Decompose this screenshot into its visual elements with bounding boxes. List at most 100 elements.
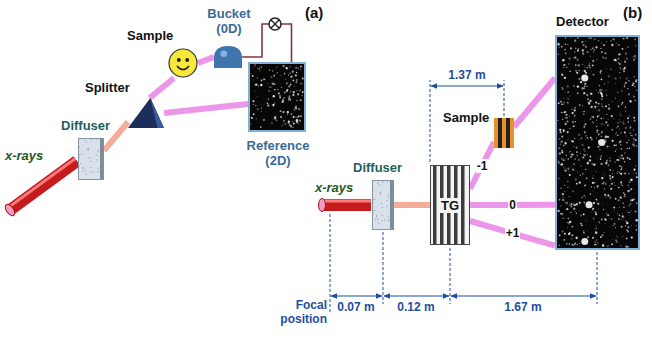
speckle-dot: [568, 196, 570, 198]
speckle-dot: [604, 52, 606, 54]
reference-detector: Reference (2D): [248, 62, 306, 132]
speckle-dot: [571, 165, 573, 167]
speckle-dot: [611, 100, 613, 102]
speckle-dot: [570, 47, 572, 49]
speckle-dot: [591, 116, 592, 117]
speckle-dot: [557, 53, 559, 55]
speckle-dot: [302, 78, 304, 80]
speckle-dot: [586, 154, 588, 156]
speckle-dot: [616, 159, 617, 160]
speckle-dot: [583, 149, 585, 151]
speckle-dot: [611, 183, 613, 185]
speckle-dot: [300, 68, 302, 70]
speckle-dot: [604, 58, 605, 59]
speckle-dot: [622, 236, 624, 238]
speckle-dot: [565, 44, 566, 45]
focal-line: [330, 214, 331, 312]
speckle-dot: [626, 57, 628, 59]
speckle-dot: [295, 81, 297, 83]
speckle-dot: [256, 118, 257, 119]
speckle-dot: [582, 144, 584, 146]
speckle-dot: [611, 239, 613, 241]
speckle-dot: [255, 84, 257, 86]
speckle-dot: [559, 98, 561, 100]
speckle-dot: [254, 64, 256, 66]
prism-face: [150, 98, 164, 128]
speckle-dot: [584, 66, 586, 68]
speckle-dot: [589, 63, 590, 64]
speckle-dot: [563, 59, 565, 61]
diffuser-grain: [90, 161, 91, 162]
speckle-dot: [300, 99, 302, 101]
speckle-dot: [584, 83, 586, 85]
diffuser-grain: [382, 220, 383, 221]
speckle-dot: [636, 90, 637, 91]
speckle-dot: [635, 45, 636, 46]
diffuser-grain: [379, 193, 380, 194]
speckle-dot: [609, 160, 611, 162]
speckle-dot: [288, 120, 290, 122]
speckle-dot: [579, 104, 581, 106]
speckle-dot: [626, 229, 628, 231]
speckle-dot: [259, 69, 260, 70]
speckle-dot: [295, 106, 297, 108]
speckle-dot: [601, 219, 603, 221]
speckle-dot: [590, 193, 591, 194]
diffuser-grain: [376, 216, 377, 217]
diffuser-grain: [79, 154, 80, 155]
speckle-dot: [631, 135, 633, 137]
speckle-dot: [583, 232, 584, 233]
speckle-dot: [584, 195, 585, 196]
speckle-dot: [596, 105, 598, 107]
speckle-dot: [588, 37, 590, 39]
speckle-dot: [596, 109, 598, 111]
speckle-dot: [626, 222, 628, 224]
speckle-dot: [584, 154, 586, 156]
speckle-dot: [628, 205, 630, 207]
speckle-dot: [557, 120, 558, 121]
speckle-dot: [261, 80, 263, 82]
speckle-dot: [561, 104, 562, 105]
speckle-dot: [567, 187, 568, 188]
diffuser-plate-shape: [372, 180, 394, 230]
speckle-dot: [601, 123, 603, 125]
speckle-dot: [288, 97, 290, 99]
diffuser-plate: Diffuser: [372, 180, 394, 230]
speckle-dot: [574, 115, 576, 117]
speckle-dot: [597, 146, 599, 148]
speckle-dot: [628, 80, 630, 82]
order-label: -1: [476, 159, 489, 173]
speckle-dot: [272, 104, 274, 106]
panel-label: (a): [304, 4, 324, 21]
speckle-dot: [630, 188, 632, 190]
extension-line: [597, 252, 598, 304]
speckle-dot: [257, 77, 258, 78]
diffuser-grain: [78, 165, 79, 166]
speckle-dot: [290, 82, 292, 84]
speckle-dot: [574, 138, 575, 139]
speckle-dot: [572, 169, 574, 171]
speckle-dot: [610, 40, 611, 41]
speckle-dot: [563, 129, 565, 131]
speckle-dot: [595, 171, 596, 172]
speckle-dot: [627, 190, 629, 192]
speckle-dot: [605, 183, 607, 185]
speckle-dot: [615, 77, 617, 79]
speckle-dot: [593, 47, 594, 48]
speckle-dot: [575, 179, 577, 181]
detector-face: [249, 63, 305, 131]
speckle-dot: [567, 139, 568, 140]
speckle-dot: [582, 64, 583, 65]
speckle-dot: [590, 118, 592, 120]
speckle-dot: [585, 135, 587, 137]
speckle-dot: [597, 203, 599, 205]
speckle-dot: [608, 107, 610, 109]
speckle-dot: [255, 105, 256, 106]
speckle-dot: [591, 211, 592, 212]
speckle-dot: [302, 95, 303, 96]
diffuser-grain: [97, 172, 98, 173]
detector-face: [556, 36, 639, 249]
speckle-dot: [561, 112, 562, 113]
speckle-dot: [605, 161, 607, 163]
